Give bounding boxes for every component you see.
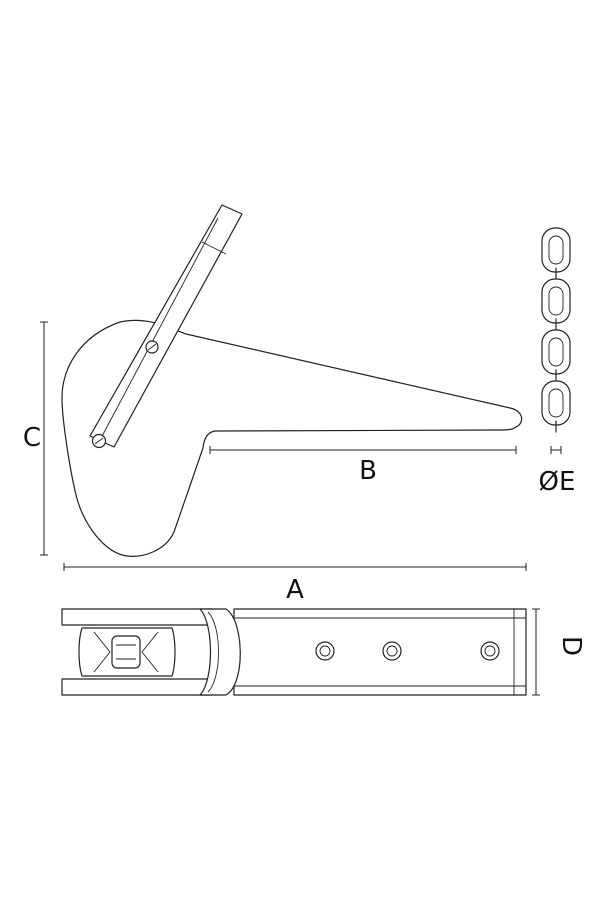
- roller-wheel: [78, 627, 176, 677]
- bow-roller-side-view: [61, 319, 523, 557]
- dimension-c-label: C: [23, 423, 41, 453]
- roller-body-outline: [61, 319, 523, 557]
- arm-pivot-bolt-upper: [145, 340, 159, 354]
- dimension-d-label: D: [556, 636, 586, 656]
- anchor-arm: [89, 204, 243, 449]
- arm-inner-line: [99, 217, 219, 441]
- dimension-b-label: B: [359, 456, 377, 486]
- roller-cap: [199, 608, 241, 696]
- mounting-hole-2: [382, 641, 402, 661]
- dimension-b: B: [209, 446, 517, 486]
- top-channel: [233, 608, 527, 696]
- chain-illustration: [541, 227, 571, 433]
- dimension-e: ØE: [539, 446, 576, 497]
- mounting-hole-3: [480, 641, 500, 661]
- dimension-d: D: [532, 608, 586, 696]
- dimension-e-label: ØE: [539, 467, 576, 497]
- top-plate-left-lower: [61, 678, 213, 696]
- mounting-hole-1: [315, 641, 335, 661]
- dimension-a: A: [63, 563, 527, 605]
- bow-roller-top-view: [61, 608, 527, 696]
- arm-tip-band: [201, 241, 227, 255]
- dimension-a-label: A: [286, 575, 304, 605]
- arm-pivot-bolt-lower: [91, 433, 107, 449]
- dimension-c: C: [23, 321, 48, 556]
- top-plate-left-upper: [61, 608, 213, 626]
